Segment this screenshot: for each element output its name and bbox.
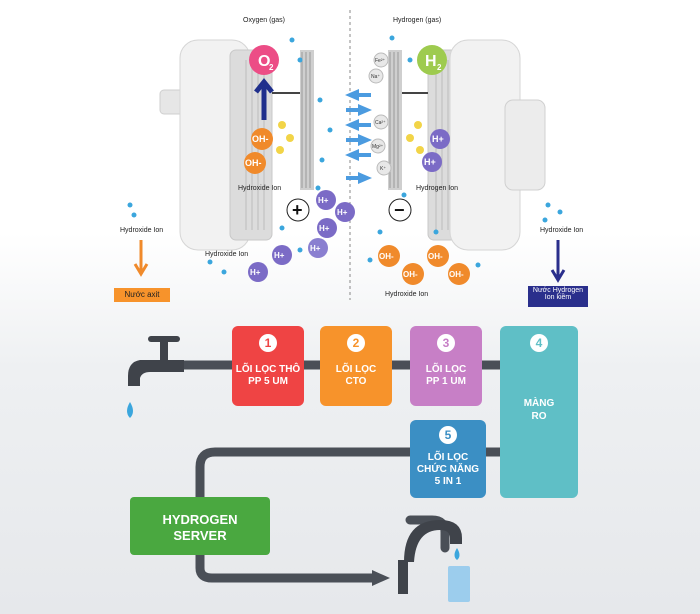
cathode-housing — [388, 39, 546, 251]
up-arrow-icon — [254, 77, 274, 120]
oh-ion-cluster: OH- OH- OH- OH- — [378, 245, 470, 285]
svg-text:OH-: OH- — [379, 252, 394, 261]
svg-text:H+: H+ — [250, 268, 261, 277]
svg-text:OH-: OH- — [403, 270, 418, 279]
svg-text:H+: H+ — [318, 196, 329, 205]
stage-number: 4 — [530, 334, 548, 352]
svg-text:O: O — [258, 53, 270, 70]
oh-ion-left-1: OH- — [251, 128, 273, 150]
hydroxide-ion-left-label: Hydroxide Ion — [238, 185, 281, 192]
stage-number: 1 — [259, 334, 277, 352]
hydrogen-gas-label: Hydrogen (gas) — [393, 17, 441, 24]
filter-stage-5: 5 LÕI LỌC CHỨC NĂNG 5 IN 1 — [410, 420, 486, 498]
svg-text:H+: H+ — [310, 244, 321, 253]
svg-text:2: 2 — [269, 63, 274, 72]
down-arrow-navy-icon — [550, 240, 566, 283]
flow-arrow-icon — [372, 570, 390, 586]
alkaline-water-tag: Nước Hydrogen Ion kiềm — [528, 286, 588, 307]
plus-sign: + — [292, 200, 303, 220]
filter-stage-3: 3 LÕI LỌC PP 1 UM — [410, 326, 482, 406]
svg-text:OH-: OH- — [252, 134, 269, 144]
down-arrow-orange-icon — [133, 240, 149, 277]
svg-text:H+: H+ — [337, 208, 348, 217]
outlet-faucet-icon — [398, 520, 470, 602]
filter-stage-4-ro: 4 MÀNG RO — [500, 326, 578, 498]
metal-ions: Fe²⁺ Na⁺ Ca²⁺ Mg²⁺ K⁺ — [368, 52, 392, 176]
h-ion-right-1: H+ — [430, 129, 450, 149]
hydrogen-server-box: HYDROGEN SERVER — [130, 497, 270, 555]
svg-text:2: 2 — [437, 63, 442, 72]
svg-text:H: H — [425, 53, 437, 70]
hydroxide-ion-outside-left: Hydroxide Ion — [120, 227, 163, 234]
h-ion-cluster: H+ H+ H+ H+ H+ H+ — [248, 190, 355, 282]
acid-water-tag: Nước axit — [114, 288, 170, 302]
svg-text:H+: H+ — [424, 157, 436, 167]
hydroxide-ion-center-right: Hydroxide Ion — [385, 291, 428, 298]
filter-stage-1: 1 LÕI LỌC THÔ PP 5 UM — [232, 326, 304, 406]
svg-text:Na⁺: Na⁺ — [371, 74, 380, 80]
filter-stage-2: 2 LÕI LỌC CTO — [320, 326, 392, 406]
minus-sign: − — [394, 200, 405, 220]
h-ion-right-2: H+ — [422, 152, 442, 172]
hydroxide-ion-far-right: Hydroxide Ion — [540, 227, 583, 234]
svg-text:H+: H+ — [432, 134, 444, 144]
hydrogen-ion-right-label: Hydrogen Ion — [416, 185, 458, 192]
oh-ion-left-2: OH- — [244, 152, 266, 174]
svg-text:H+: H+ — [319, 224, 330, 233]
svg-text:K⁺: K⁺ — [380, 166, 386, 172]
hydroxide-ion-center-left: Hydroxide Ion — [205, 251, 248, 258]
oxygen-gas-label: Oxygen (gas) — [243, 17, 285, 24]
svg-text:Mg²⁺: Mg²⁺ — [372, 144, 384, 150]
h2-molecule — [417, 45, 447, 75]
svg-text:OH-: OH- — [449, 270, 464, 279]
inlet-faucet-icon — [127, 336, 184, 418]
o2-molecule — [249, 45, 279, 75]
svg-text:Ca²⁺: Ca²⁺ — [375, 120, 386, 126]
ion-migration-arrows — [345, 89, 372, 184]
stage-number: 5 — [439, 426, 457, 444]
svg-text:Fe²⁺: Fe²⁺ — [375, 58, 386, 64]
svg-text:H+: H+ — [274, 251, 285, 260]
svg-text:OH-: OH- — [245, 158, 262, 168]
stage-number: 3 — [437, 334, 455, 352]
stage-number: 2 — [347, 334, 365, 352]
svg-text:OH-: OH- — [428, 252, 443, 261]
